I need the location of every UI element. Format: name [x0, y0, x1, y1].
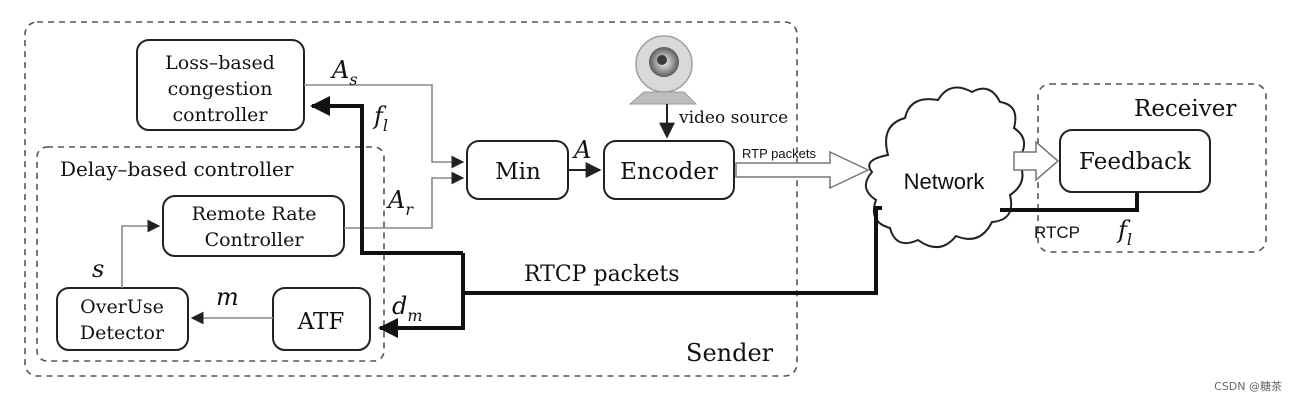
network-label: Network [904, 169, 986, 194]
ar-signal-line [344, 171, 465, 229]
rtcp-to-atf-line [378, 253, 465, 338]
network-to-feedback-arrow [1013, 140, 1060, 182]
atf-box [272, 287, 371, 351]
remote-rate-line1: Remote Rate [192, 203, 317, 225]
network-cloud [865, 86, 1025, 248]
s-signal-line [121, 219, 161, 288]
min-label: Min [495, 159, 541, 185]
as-signal-line [304, 84, 465, 169]
rtcp-label: RTCP [1034, 223, 1080, 242]
loss-controller-line2: congestion [168, 78, 273, 100]
sender-label: Sender [686, 339, 774, 367]
fl-receiver-symbol: fl [1116, 216, 1132, 249]
loss-controller-line3: controller [173, 104, 269, 126]
remote-rate-line2: Controller [205, 229, 305, 251]
receiver-label: Receiver [1134, 96, 1236, 122]
webcam-icon [628, 35, 698, 105]
video-source-label: video source [678, 108, 788, 128]
m-symbol: m [216, 283, 239, 311]
atf-label: ATF [297, 309, 345, 335]
as-symbol: As [330, 56, 358, 89]
encoder-label: Encoder [620, 159, 718, 185]
overuse-line1: OverUse [80, 296, 164, 318]
feedback-label: Feedback [1079, 149, 1192, 175]
rtp-packets-label: RTP packets [742, 146, 816, 161]
fl-symbol: fl [372, 102, 388, 135]
s-symbol: s [92, 255, 104, 283]
rtcp-return-line [463, 206, 882, 295]
rtp-packets-arrow [735, 150, 870, 190]
rtcp-packets-label: RTCP packets [524, 262, 679, 287]
watermark: CSDN @糖茶 [1214, 380, 1282, 393]
delay-controller-frame [36, 146, 385, 362]
rtcp-to-loss-line [310, 96, 463, 255]
encoder-box [603, 140, 735, 200]
a-symbol: A [572, 136, 591, 164]
rtcp-feedback-line [1000, 192, 1139, 212]
overuse-line2: Detector [80, 322, 165, 344]
loss-controller-line1: Loss–based [165, 52, 275, 74]
dm-symbol: dm [392, 292, 423, 325]
remote-rate-box [162, 195, 345, 257]
ar-symbol: Ar [386, 186, 414, 219]
delay-controller-label: Delay–based controller [60, 157, 294, 181]
receiver-frame [1037, 83, 1267, 253]
sender-frame [24, 21, 798, 377]
